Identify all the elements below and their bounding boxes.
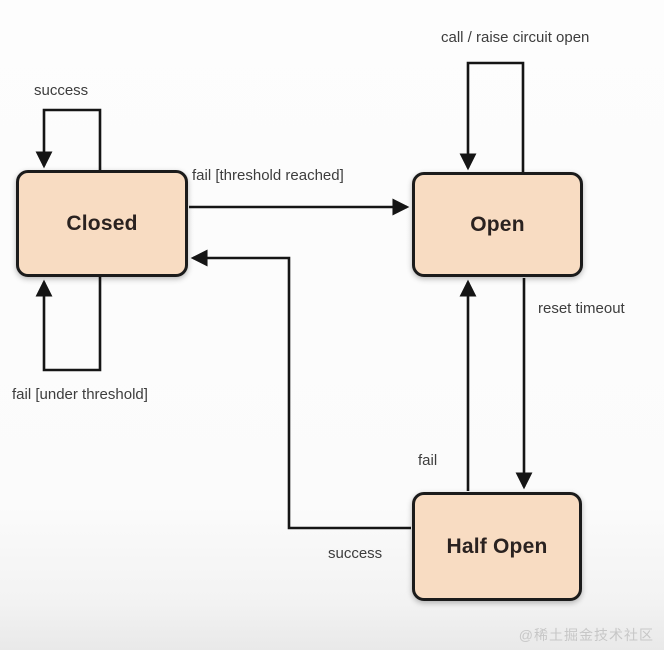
state-label-closed: Closed: [66, 211, 138, 235]
state-node-half-open: Half Open: [412, 492, 582, 601]
edge-open-self-call-raise: [459, 61, 525, 173]
edge-closed-self-success: [35, 108, 102, 171]
state-node-closed: Closed: [16, 170, 188, 277]
state-label-open: Open: [470, 212, 525, 236]
edge-closed-self-fail-under-threshold: [35, 276, 102, 372]
edge-label-fail-threshold-reached: fail [threshold reached]: [192, 167, 344, 184]
edge-label-closed-success: success: [34, 82, 89, 99]
edge-label-reset-timeout: reset timeout: [538, 300, 625, 317]
watermark-text: @稀土掘金技术社区: [518, 627, 654, 643]
edge-halfopen-to-closed-success: [190, 249, 411, 530]
state-label-half-open: Half Open: [446, 534, 548, 558]
edge-label-halfopen-success: success: [328, 545, 383, 562]
edge-label-call-raise-circuit-open: call / raise circuit open: [441, 29, 590, 46]
edge-label-fail-under-threshold: fail [under threshold]: [12, 386, 148, 403]
edge-label-halfopen-fail: fail: [418, 452, 438, 469]
state-node-open: Open: [412, 172, 583, 277]
